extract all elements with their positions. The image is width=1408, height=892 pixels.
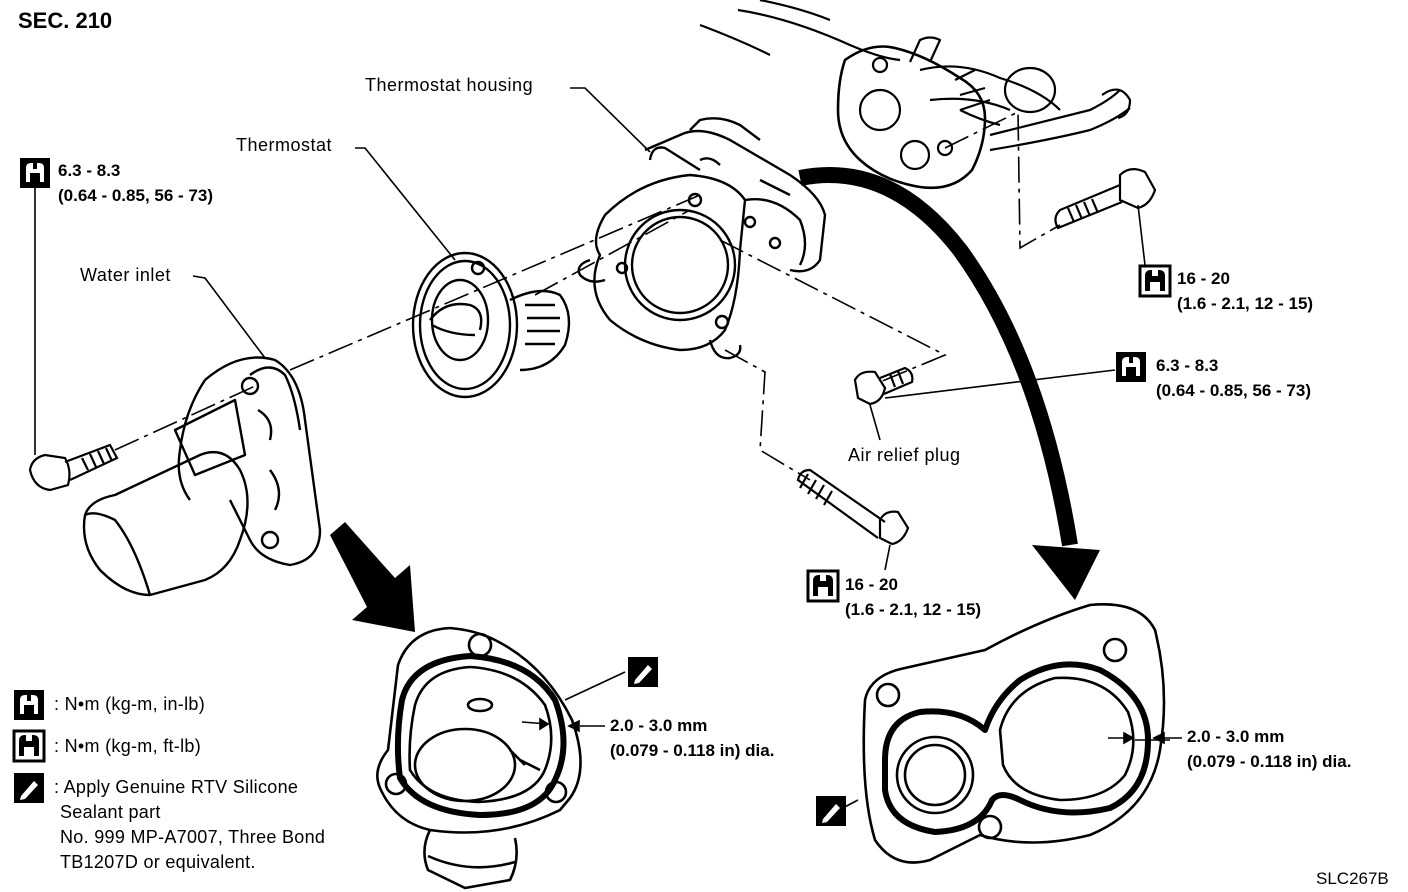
inlet-gasket-detail [376,626,582,890]
detail-arrow-inlet [330,522,415,632]
thermostat [411,251,571,399]
torque-air-relief-line2: (0.64 - 0.85, 56 - 73) [1156,381,1311,400]
housing-bead-size-line1: 2.0 - 3.0 mm [1187,727,1285,746]
torque-housing-upper-line2: (1.6 - 2.1, 12 - 15) [1177,294,1314,313]
legend-torque-wrench-ft-icon [12,729,46,763]
water-inlet-bolt [28,443,119,492]
torque-wrench-ft-icon [1138,264,1172,298]
section-number: SEC. 210 [18,8,113,33]
legend-sealant-line3: No. 999 MP-A7007, Three Bond [60,827,326,847]
torque-air-relief-line1: 6.3 - 8.3 [1156,356,1219,375]
sealant-icon [628,657,658,687]
torque-housing-upper-line1: 16 - 20 [1177,269,1230,288]
inlet-bead-size-line2: (0.079 - 0.118 in) dia. [610,741,775,760]
label-thermostat: Thermostat [236,135,333,155]
sealant-icon [816,796,846,826]
legend-sealant-line4: TB1207D or equivalent. [60,852,256,872]
water-inlet [82,356,322,597]
torque-wrench-ft-icon [806,569,840,603]
leader-lines [34,87,1170,741]
housing-lower-bolt [796,468,910,546]
torque-housing-lower-line1: 16 - 20 [845,575,898,594]
legend-sealant-line2: Sealant part [60,802,161,822]
legend-torque-ft: : N•m (kg-m, ft-lb) [54,736,201,756]
thermostat-housing [577,117,827,360]
housing-gasket-detail [862,603,1166,864]
figure-code: SLC267B [1316,869,1389,888]
air-relief-plug-bolt [853,366,914,406]
inlet-bead-dimension [521,717,605,733]
inlet-bead-size-line1: 2.0 - 3.0 mm [610,716,708,735]
alignment-lines [114,110,1061,481]
torque-wrench-lb-icon [20,158,50,188]
torque-water-inlet-line1: 6.3 - 8.3 [58,161,121,180]
torque-water-inlet-line2: (0.64 - 0.85, 56 - 73) [58,186,213,205]
legend-sealant-line1: : Apply Genuine RTV Silicone [54,777,299,797]
legend-torque-wrench-lb-icon [14,690,44,720]
label-thermostat-housing: Thermostat housing [365,75,534,95]
torque-wrench-lb-icon [1116,352,1146,382]
torque-housing-lower-line2: (1.6 - 2.1, 12 - 15) [845,600,982,619]
housing-bead-size-line2: (0.079 - 0.118 in) dia. [1187,752,1352,771]
detail-arrow-housing [798,167,1100,600]
housing-bead-dimension [834,731,1182,813]
housing-upper-bolt [1054,168,1157,230]
legend-sealant-icon [14,773,44,803]
label-air-relief-plug: Air relief plug [848,445,961,465]
engine-pipe-assembly [699,0,1132,190]
label-water-inlet: Water inlet [80,265,171,285]
legend-torque-lb: : N•m (kg-m, in-lb) [54,694,206,714]
